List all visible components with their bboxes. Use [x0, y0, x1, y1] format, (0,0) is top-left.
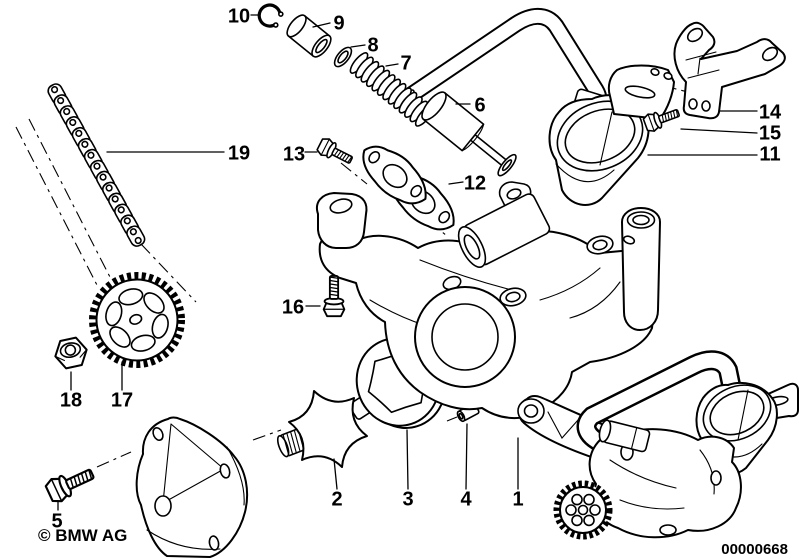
callout-13[interactable]: 13	[283, 144, 305, 166]
callout-18[interactable]: 18	[60, 390, 82, 412]
part-9-sleeve	[286, 14, 332, 58]
callout-3[interactable]: 3	[402, 489, 413, 511]
callout-1[interactable]: 1	[512, 489, 523, 511]
part-10-circlip	[257, 3, 284, 28]
callout-9[interactable]: 9	[333, 13, 344, 35]
part-18-nut	[54, 336, 88, 370]
document-number: 00000668	[721, 541, 788, 558]
callout-12[interactable]: 12	[464, 173, 486, 195]
callout-5[interactable]: 5	[51, 511, 62, 533]
callout-numbers: 1 2 3 4 5 6 7 8 9 10 11 12 13 14 15 16 1…	[51, 6, 782, 533]
callout-4[interactable]: 4	[460, 489, 472, 511]
part-16-bolt	[322, 275, 346, 318]
part-5-bolt	[42, 461, 99, 506]
callout-14[interactable]: 14	[759, 102, 782, 124]
part-14-bracket	[673, 21, 786, 120]
callout-6[interactable]: 6	[474, 95, 485, 117]
part-19-timing-chain	[45, 81, 148, 250]
callout-7[interactable]: 7	[400, 53, 411, 75]
callout-11[interactable]: 11	[759, 144, 780, 166]
part-17-sprocket	[89, 272, 185, 368]
callout-15[interactable]: 15	[759, 123, 781, 145]
part-8-washer	[333, 46, 353, 68]
part-13-bolt	[314, 135, 356, 170]
pipe-bracket	[607, 64, 675, 120]
copyright-text: © BMW AG	[38, 526, 127, 545]
leader-lines	[57, 14, 758, 511]
part-6-plunger	[421, 91, 517, 177]
part-1-pump-assembly	[517, 350, 799, 540]
part-12-gasket-front	[362, 145, 427, 205]
callout-10[interactable]: 10	[228, 6, 250, 28]
callout-19[interactable]: 19	[228, 143, 250, 165]
pump-body	[316, 181, 661, 420]
part-7-spring	[349, 52, 434, 127]
pump-cover	[135, 416, 249, 558]
callout-2[interactable]: 2	[331, 489, 342, 511]
callout-17[interactable]: 17	[111, 390, 133, 412]
part-11-strainer	[548, 88, 650, 206]
intake-pipe-upper	[399, 7, 608, 121]
callout-16[interactable]: 16	[282, 297, 304, 319]
callout-8[interactable]: 8	[367, 35, 378, 57]
